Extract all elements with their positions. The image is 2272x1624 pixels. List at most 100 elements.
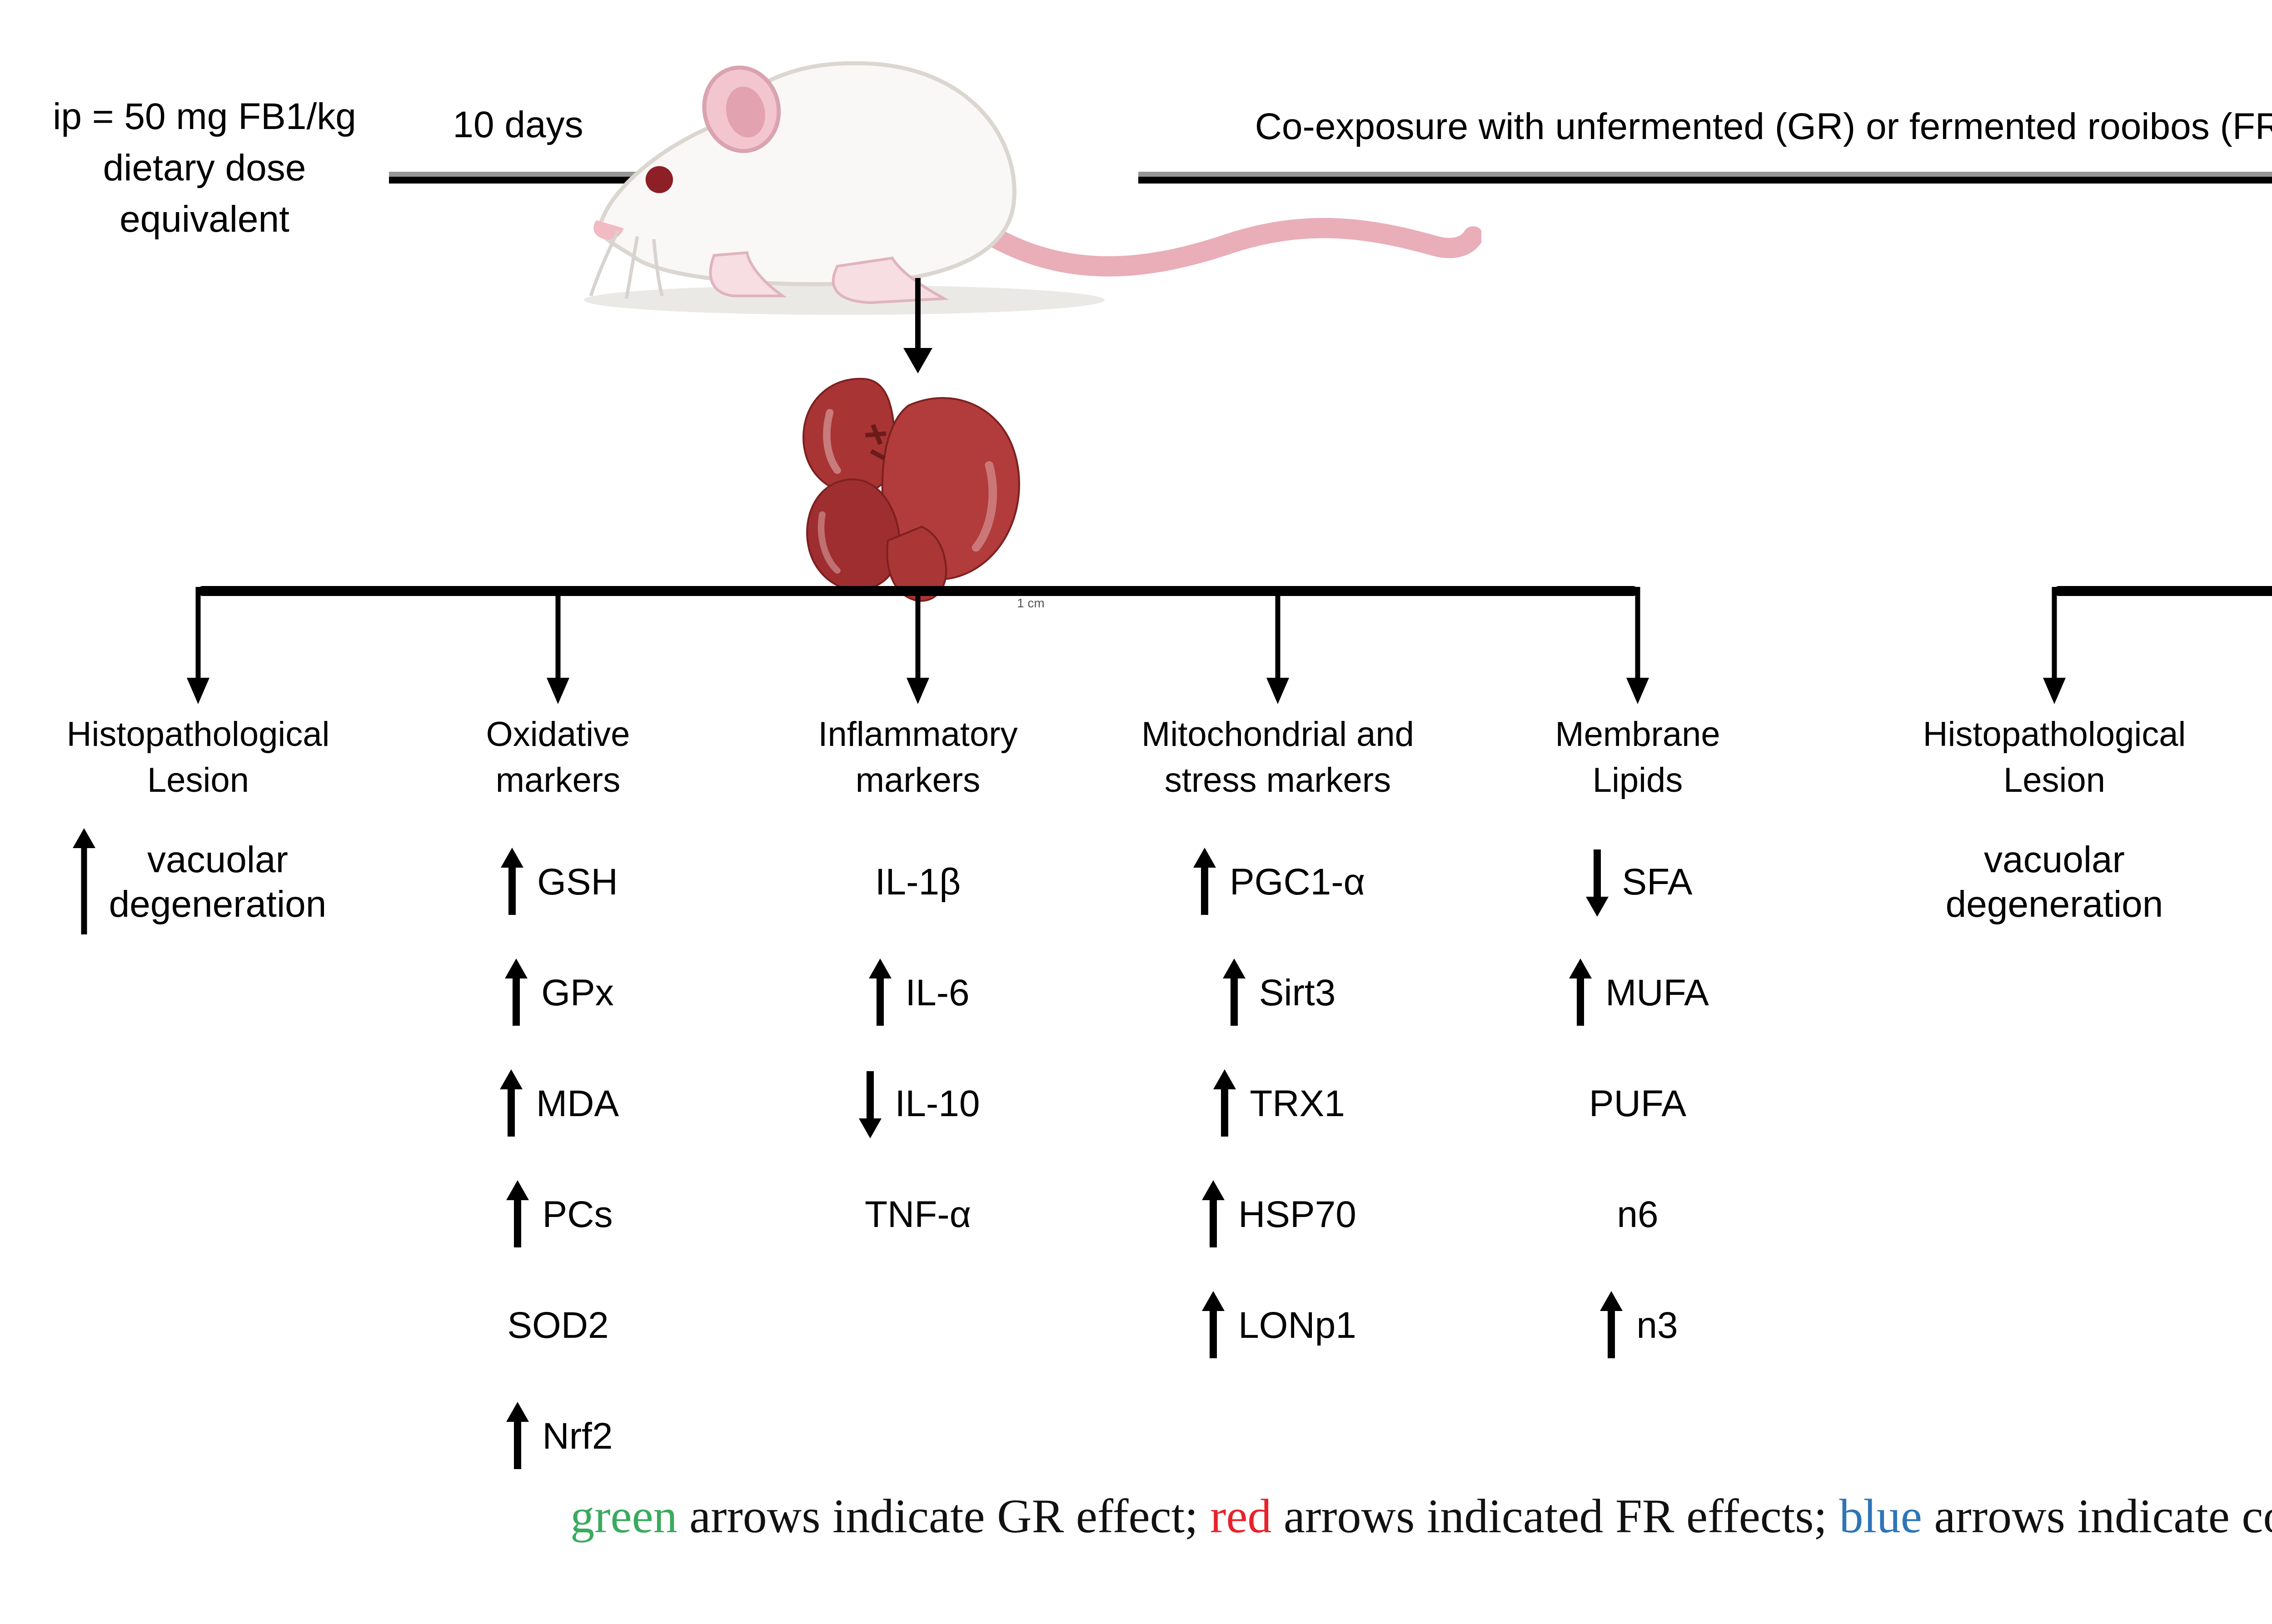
marker-row: GPx [378, 938, 738, 1048]
arrow-shaft [1201, 867, 1208, 915]
legend-segment: green [570, 1490, 678, 1543]
arrow-shaft [915, 278, 921, 349]
arrow-head [1569, 959, 1592, 978]
arrow-shaft [1210, 1199, 1217, 1247]
arrow-shaft [1210, 1310, 1217, 1358]
branch-arrow-icon [546, 587, 570, 704]
arrow-shaft [513, 978, 520, 1026]
column-header-line: markers [855, 761, 981, 800]
arrow-shaft [1230, 978, 1238, 1026]
arrow-head [1626, 678, 1649, 704]
legend-segment: arrows indicated FR effects; [1271, 1490, 1839, 1543]
branch-bracket-bar [2054, 586, 2272, 596]
arrow-head [858, 1118, 882, 1138]
arrow-shaft [1635, 587, 1640, 679]
arrow-shaft [915, 587, 921, 679]
marker-rows: vacuolar degeneration [1881, 827, 2227, 938]
down-arrow-icon [856, 1069, 884, 1138]
arrow-head [869, 959, 892, 978]
arrow-head [1202, 1180, 1225, 1200]
column-header-line: Inflammatory [818, 715, 1018, 754]
marker-label: TNF-α [864, 1194, 972, 1235]
up-arrow-icon [498, 848, 526, 917]
marker-label: n6 [1617, 1194, 1659, 1235]
marker-label: LONp1 [1238, 1305, 1356, 1346]
marker-rows: vacuolar degeneration [18, 827, 378, 938]
marker-label: MUFA [1605, 972, 1709, 1013]
up-arrow-icon [1199, 1291, 1227, 1360]
up-arrow-icon [70, 828, 98, 936]
marker-row: vacuolar degeneration [18, 827, 378, 938]
branch-arrow-icon [906, 587, 930, 704]
arrow-head [1600, 1291, 1623, 1311]
coexposure-label: Co-exposure with unfermented (GR) or fer… [1255, 106, 2272, 147]
marker-label: SFA [1622, 861, 1693, 903]
column-header-line: Mitochondrial and [1141, 715, 1414, 754]
column-header-line: Membrane [1555, 715, 1720, 754]
arrow-head [506, 1402, 529, 1422]
arrow-shaft [513, 1421, 521, 1469]
marker-row: Nrf2 [378, 1381, 738, 1492]
marker-row: n6 [1458, 1159, 1818, 1270]
marker-row: SOD2 [2227, 1270, 2272, 1381]
arrow-head [1266, 678, 1289, 704]
marker-label: PUFA [1589, 1083, 1687, 1124]
down-arrow-icon [1583, 848, 1611, 917]
arrow-head [72, 828, 95, 848]
branch-arrow-icon [2043, 587, 2066, 704]
marker-label: GPx [541, 972, 614, 1013]
arrow-shaft [2052, 587, 2057, 679]
marker-row: MDA [378, 1048, 738, 1159]
marker-row: TRX1 [1098, 1048, 1458, 1159]
marker-row: PUFA [1458, 1048, 1818, 1159]
legend-segment: arrows indicate GR effect; [677, 1490, 1211, 1543]
rat-image-left [584, 61, 1481, 315]
up-arrow-icon [503, 1402, 532, 1471]
up-arrow-icon [1191, 848, 1219, 917]
arrow-head [501, 848, 524, 868]
legend-segment: red [1210, 1490, 1272, 1543]
column-header: Oxidative markers [381, 711, 735, 803]
arrow-head [1193, 848, 1216, 868]
marker-label: IL-1β [875, 861, 961, 903]
up-arrow-icon [1566, 959, 1594, 1028]
marker-label: MDA [536, 1083, 619, 1124]
coexposure-arrow-icon [1138, 155, 2272, 199]
up-arrow-icon [497, 1069, 525, 1138]
column-header-line: markers [2223, 757, 2272, 803]
column-header-line: Lipids [1592, 761, 1683, 800]
marker-row: n3 [1458, 1270, 1818, 1381]
arrow-shaft [877, 978, 884, 1026]
up-arrow-icon [1597, 1291, 1625, 1360]
column-header-line: Oxidative [486, 715, 630, 754]
column-header-line: markers [495, 761, 621, 800]
column-header-line: Lesion [2003, 761, 2105, 800]
arrow-shaft [195, 587, 201, 679]
up-arrow-icon [1199, 1180, 1227, 1249]
legend-segment: arrows indicate common effects in both G… [1934, 1490, 2272, 1543]
column-header-line: Lesion [147, 761, 249, 800]
marker-label: Sirt3 [1259, 972, 1336, 1013]
marker-rows: SFA MUFA PUFA n6 n3 [1458, 827, 1818, 1381]
arrow-head [1202, 1291, 1225, 1311]
marker-row: PCs [378, 1159, 738, 1270]
marker-row: GPx [2227, 938, 2272, 1048]
branch-arrow-icon [1266, 587, 1290, 704]
marker-label: vacuolar degeneration [1945, 839, 2163, 925]
arrow-shaft [1608, 1310, 1615, 1358]
dose-label: ip = 50 mg FB1/kg dietary dose equivalen… [14, 91, 395, 245]
dose-label-line2: dietary dose [103, 147, 306, 189]
marker-row: Sirt3 [1098, 938, 1458, 1048]
marker-label: IL-10 [895, 1083, 980, 1124]
dose-label-line3: equivalent [120, 199, 289, 240]
marker-label: PCs [542, 1194, 613, 1235]
